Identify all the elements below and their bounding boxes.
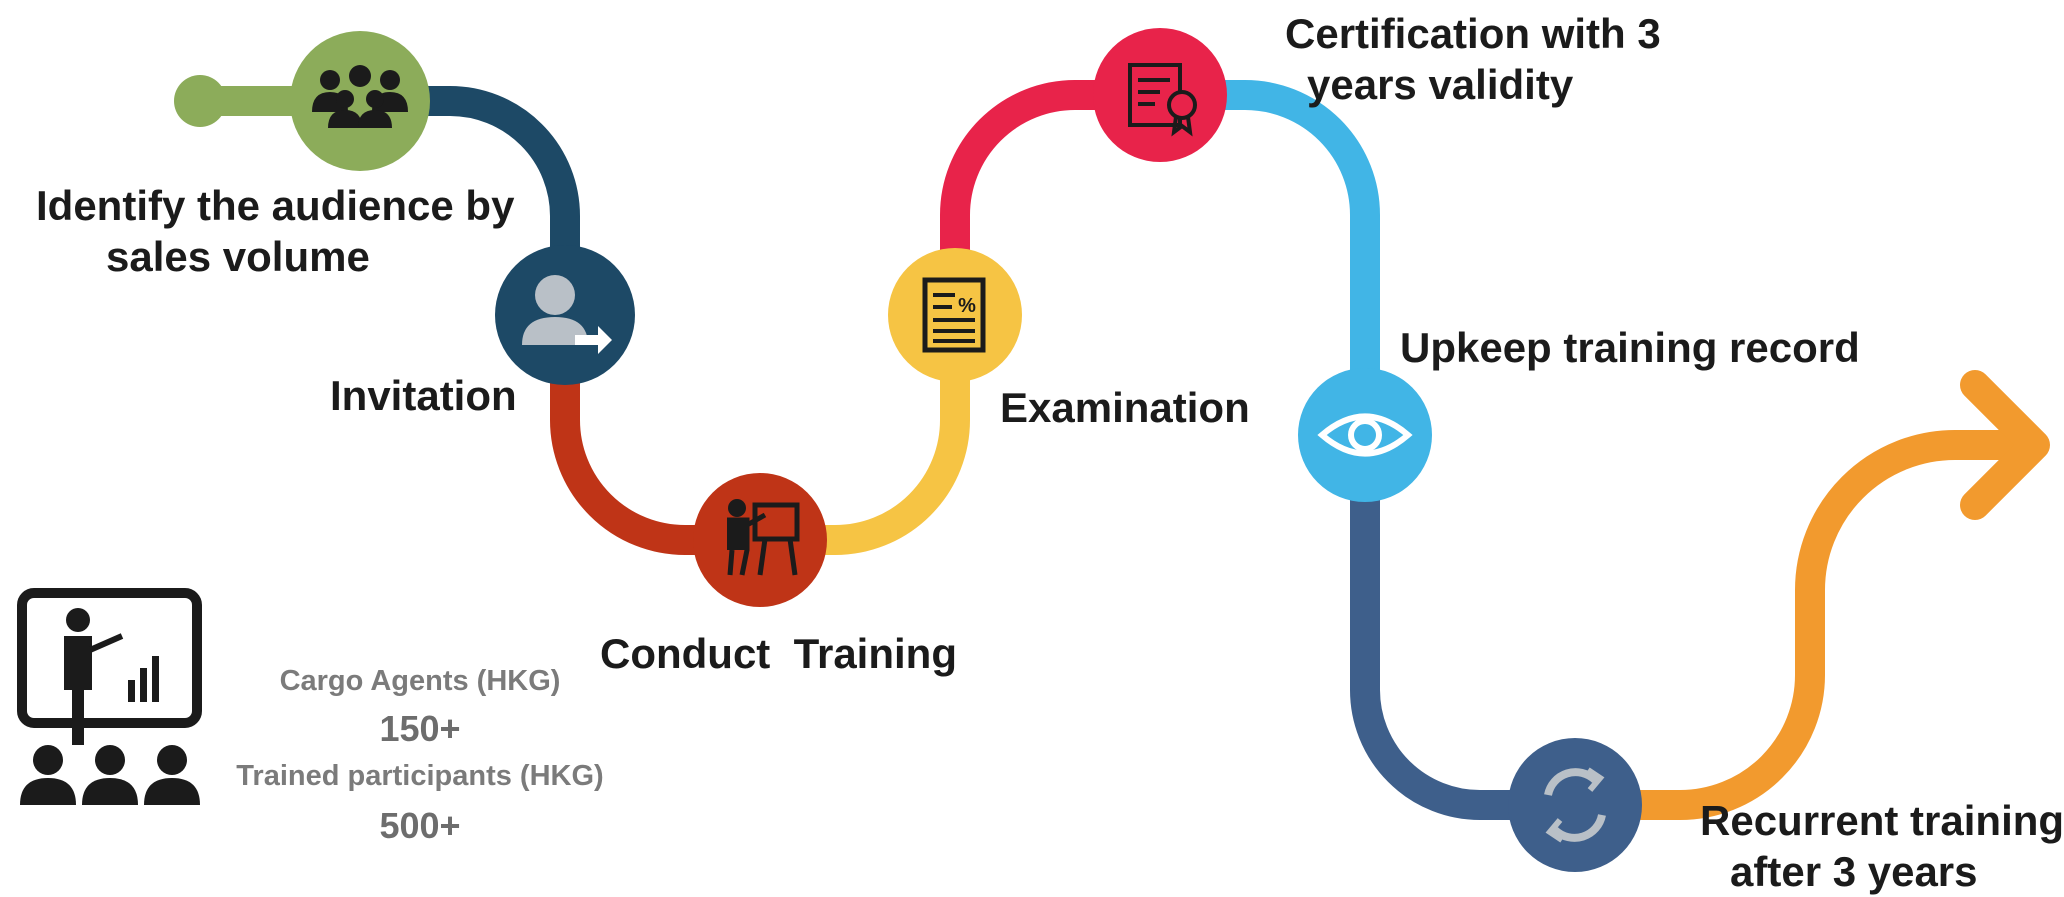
step-label-conduct-training: Conduct Training (600, 630, 957, 677)
step-label-upkeep: Upkeep training record (1400, 324, 1860, 371)
step-node-certification (1093, 28, 1227, 162)
step-node-recurrent (1508, 738, 1642, 872)
path-segment-1 (360, 86, 580, 310)
stat-participants-label: Trained participants (HKG) (236, 760, 604, 792)
step-node-upkeep (1298, 368, 1432, 502)
recurrent-icon (1544, 767, 1606, 843)
path-segment-5 (1160, 80, 1380, 410)
process-path (174, 75, 2050, 820)
stat-agents-label: Cargo Agents (HKG) (279, 665, 561, 697)
certificate-icon (1128, 63, 1197, 137)
step-label-recurrent: Recurrent training after 3 years (1700, 795, 2064, 897)
step-label-certification-line-2: years validity (1307, 61, 1574, 109)
step-label-examination: Examination (1000, 384, 1250, 431)
arrow-head (1960, 370, 2050, 520)
path-segment-3 (760, 320, 970, 555)
step-label-audience: Identify the audience by sales volume (36, 180, 514, 282)
step-node-invitation (495, 245, 635, 385)
path-segment-4 (940, 80, 1160, 310)
stat-participants-value: 500+ (379, 805, 461, 846)
step-label-audience-line-1: Identify the audience by (36, 182, 515, 229)
audience-icon (312, 65, 408, 128)
invitation-icon (522, 275, 612, 354)
step-label-certification: Certification with 3 years validity (1285, 8, 1661, 110)
step-label-invitation: Invitation (330, 372, 517, 419)
step-node-conduct-training (693, 473, 827, 607)
trainer-icon (727, 499, 800, 576)
exam-icon: % (922, 277, 986, 353)
step-label-recurrent-line-1: Recurrent training (1700, 797, 2064, 844)
step-node-examination: % (888, 248, 1022, 382)
svg-text:%: % (958, 295, 976, 317)
step-label-audience-line-2: sales volume (106, 233, 370, 281)
path-segment-6 (1350, 450, 1560, 820)
path-start-dot (174, 75, 226, 127)
step-label-recurrent-line-2: after 3 years (1730, 848, 1978, 896)
presentation-icon (17, 588, 202, 805)
step-label-certification-line-1: Certification with 3 (1285, 10, 1661, 57)
arrow-path (1590, 430, 2030, 820)
stat-agents-value: 150+ (379, 708, 461, 749)
eye-icon (1317, 413, 1413, 457)
step-node-audience (290, 31, 430, 171)
path-segment-2 (550, 320, 760, 555)
